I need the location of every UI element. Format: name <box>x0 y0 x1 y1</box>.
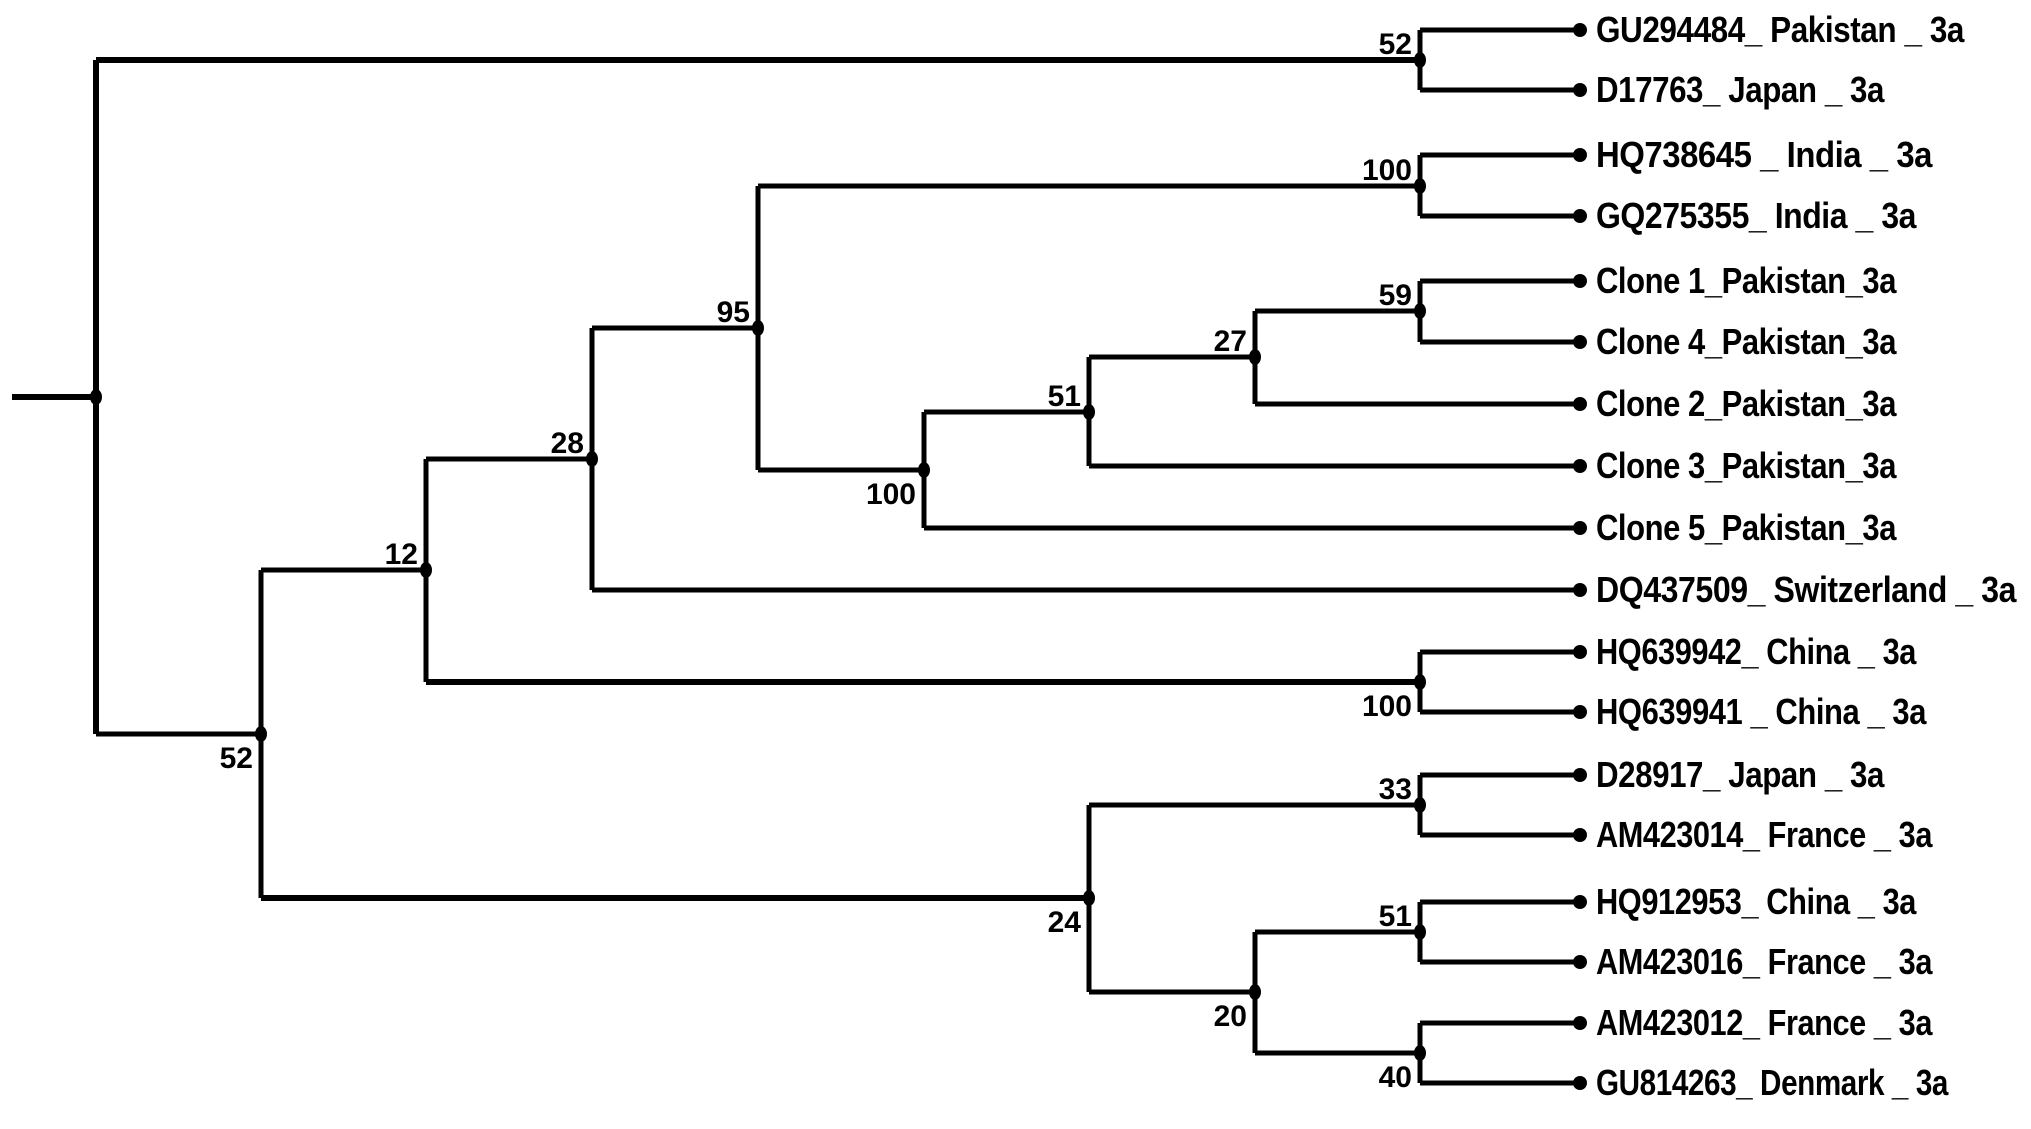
bootstrap-india-pair: 100 <box>1362 154 1412 187</box>
taxon-label-am423014: AM423014_ France _ 3a <box>1596 814 1933 855</box>
bootstrap-node51b: 51 <box>1379 900 1412 933</box>
bootstrap-node27: 27 <box>1214 325 1247 358</box>
node-dot-20 <box>1249 984 1261 1000</box>
taxon-label-am423016: AM423016_ France _ 3a <box>1596 941 1933 982</box>
taxon-label-clone4: Clone 4_Pakistan_3a <box>1596 321 1897 362</box>
bootstrap-clones-root: 100 <box>866 478 916 511</box>
node-dot-india-pair <box>1414 178 1426 194</box>
tip-dot-d17763 <box>1573 83 1587 97</box>
tip-dot-hq639942 <box>1573 645 1587 659</box>
node-dot-28 <box>586 451 598 467</box>
taxon-label-clone1: Clone 1_Pakistan_3a <box>1596 260 1897 301</box>
taxon-labels: GU294484_ Pakistan _ 3a D17763_ Japan _ … <box>1596 9 2018 1103</box>
tip-dot-clone1 <box>1573 274 1587 288</box>
taxon-label-hq639941: HQ639941 _ China _ 3a <box>1596 691 1927 732</box>
node-dot-root <box>90 389 102 405</box>
tip-dot-clone3 <box>1573 459 1587 473</box>
tip-dot-gu814263 <box>1573 1076 1587 1090</box>
node-dot-95 <box>752 320 764 336</box>
tip-dot-clone2 <box>1573 397 1587 411</box>
bootstrap-node20: 20 <box>1214 1000 1247 1033</box>
taxon-label-clone5: Clone 5_Pakistan_3a <box>1596 507 1897 548</box>
tip-dot-hq639941 <box>1573 705 1587 719</box>
bootstrap-node28: 28 <box>551 427 584 460</box>
node-dot-40 <box>1414 1045 1426 1061</box>
taxon-label-gu294484: GU294484_ Pakistan _ 3a <box>1596 9 1965 50</box>
tip-dot-gq275355 <box>1573 209 1587 223</box>
tip-dot-am423016 <box>1573 955 1587 969</box>
taxon-label-d28917: D28917_ Japan _ 3a <box>1596 754 1885 795</box>
node-dot-24 <box>1083 890 1095 906</box>
tip-dots <box>1573 23 1587 1090</box>
tip-dot-clone4 <box>1573 335 1587 349</box>
node-dot-51-clones <box>1083 404 1095 420</box>
taxon-label-gu814263: GU814263_ Denmark _ 3a <box>1596 1062 1949 1103</box>
node-dot-27 <box>1249 349 1261 365</box>
bootstrap-node95: 95 <box>717 296 750 329</box>
node-dot-top-pair <box>1414 52 1426 68</box>
bootstrap-node33: 33 <box>1379 773 1412 806</box>
tip-dot-hq738645 <box>1573 148 1587 162</box>
bootstrap-top-pair: 52 <box>1379 28 1412 61</box>
node-dot-clones-root <box>918 462 930 478</box>
taxon-label-hq639942: HQ639942_ China _ 3a <box>1596 631 1917 672</box>
taxon-label-d17763: D17763_ Japan _ 3a <box>1596 69 1885 110</box>
node-dot-51b <box>1414 924 1426 940</box>
node-dot-33 <box>1414 797 1426 813</box>
tip-dot-d28917 <box>1573 768 1587 782</box>
tip-dot-am423014 <box>1573 828 1587 842</box>
taxon-label-gq275355: GQ275355_ India _ 3a <box>1596 195 1917 236</box>
bootstrap-clone14-pair: 59 <box>1379 279 1412 312</box>
internal-node-dots <box>90 52 1426 1061</box>
bootstrap-china-pair: 100 <box>1362 690 1412 723</box>
bootstrap-node51-clones: 51 <box>1048 380 1081 413</box>
tip-dot-gu294484 <box>1573 23 1587 37</box>
tip-dot-hq912953 <box>1573 895 1587 909</box>
taxon-label-hq738645: HQ738645 _ India _ 3a <box>1596 134 1933 175</box>
taxon-label-hq912953: HQ912953_ China _ 3a <box>1596 881 1917 922</box>
node-dot-52-main <box>255 726 267 742</box>
bootstrap-node40: 40 <box>1379 1061 1412 1094</box>
taxon-label-clone3: Clone 3_Pakistan_3a <box>1596 445 1897 486</box>
bootstrap-labels: 52 100 59 27 51 100 95 28 12 100 52 24 3… <box>220 28 1412 1094</box>
tip-dot-am423012 <box>1573 1016 1587 1030</box>
taxon-label-clone2: Clone 2_Pakistan_3a <box>1596 383 1897 424</box>
node-dot-china-pair <box>1414 674 1426 690</box>
tip-dot-clone5 <box>1573 521 1587 535</box>
bootstrap-node52-main: 52 <box>220 742 253 775</box>
bootstrap-node12: 12 <box>385 538 418 571</box>
bootstrap-node24: 24 <box>1048 906 1082 939</box>
node-dot-59 <box>1414 303 1426 319</box>
tree-branches <box>12 27 1580 1086</box>
tip-dot-dq437509 <box>1573 583 1587 597</box>
taxon-label-dq437509: DQ437509_ Switzerland _ 3a <box>1596 569 2017 610</box>
node-dot-12 <box>420 562 432 578</box>
taxon-label-am423012: AM423012_ France _ 3a <box>1596 1002 1933 1043</box>
